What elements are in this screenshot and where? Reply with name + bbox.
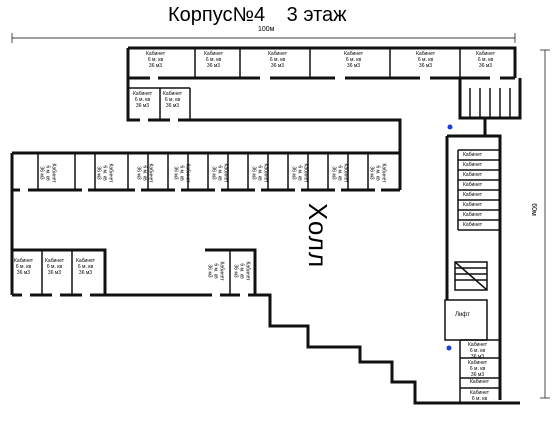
- outer-walls: [10, 46, 522, 405]
- lift-label: Лифт: [455, 312, 470, 318]
- room-label: Кабинет: [463, 212, 483, 218]
- height-dimension-line: [540, 49, 550, 399]
- hall-label: Холл: [303, 202, 334, 269]
- doors: [20, 76, 500, 297]
- room-label: Кабинет: [463, 192, 483, 198]
- room-label: Кабинет: [463, 222, 483, 228]
- room-label: Кабинет: [463, 202, 483, 208]
- room-label: Кабинет: [463, 152, 483, 158]
- room-label: Кабинет: [463, 172, 483, 178]
- partitions: [37, 48, 511, 403]
- width-dimension-line: [11, 33, 516, 43]
- building-name: Корпус№4: [168, 4, 266, 26]
- width-label: 100м: [258, 26, 275, 33]
- plan-title: Корпус№4 3 этаж: [168, 4, 363, 27]
- room-label: Кабинет: [463, 182, 483, 188]
- height-label: 60м: [529, 203, 537, 216]
- room-label: Кабинет: [470, 379, 490, 385]
- room-label: Кабинет: [463, 162, 483, 168]
- floor-name: 3 этаж: [286, 4, 347, 26]
- marker-icon: [446, 124, 453, 351]
